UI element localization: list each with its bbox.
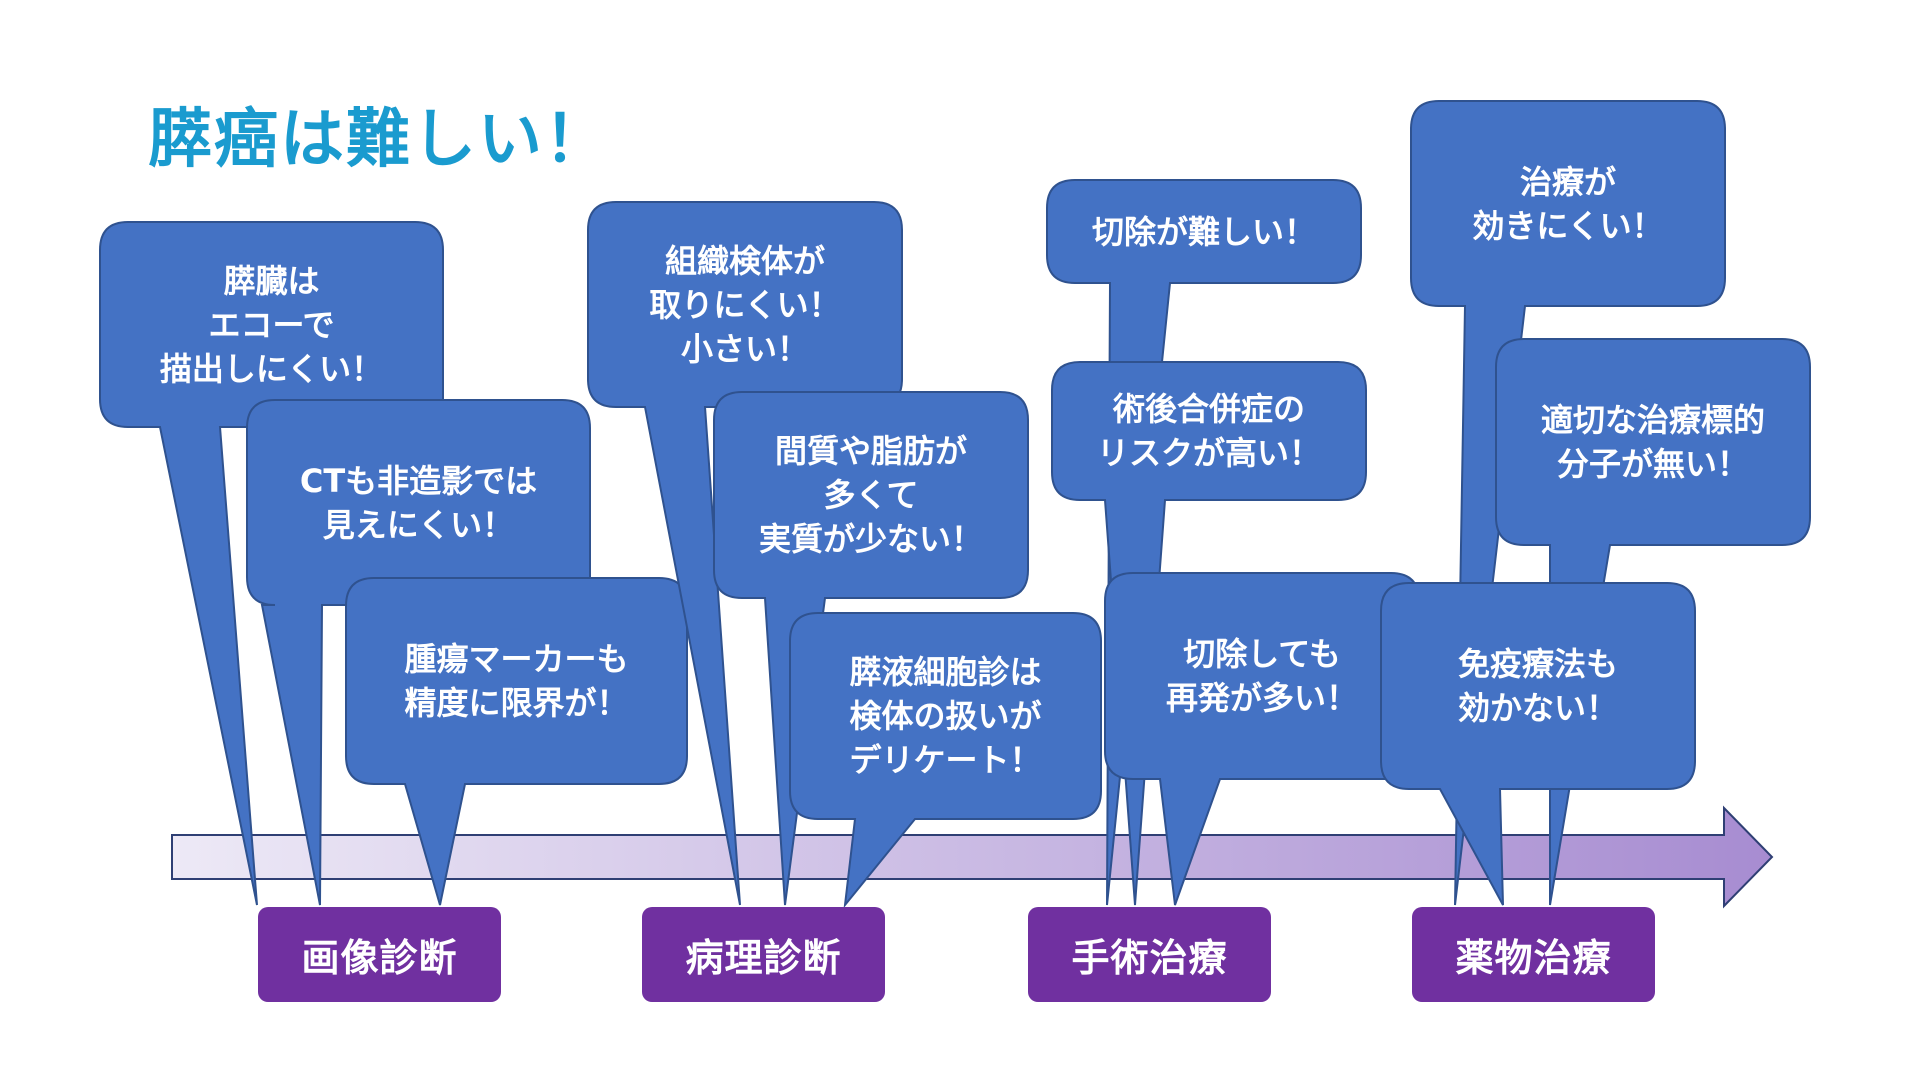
callout-layer [99,100,1811,909]
category-label-pathology: 病理診断 [642,907,885,1002]
category-label-surgery: 手術治療 [1028,907,1271,1002]
slide-title: 膵癌は難しい！ [148,103,610,177]
category-label-drug: 薬物治療 [1412,907,1655,1002]
timeline-arrow [171,805,1774,909]
callout-bubble-drug [1380,582,1696,906]
callout-bubble-pathology [587,201,903,906]
callout-bubble-imaging [246,399,591,906]
callout-bubble-imaging [99,221,444,906]
category-label-imaging: 画像診断 [258,907,501,1002]
callout-bubble-pathology [789,612,1102,909]
